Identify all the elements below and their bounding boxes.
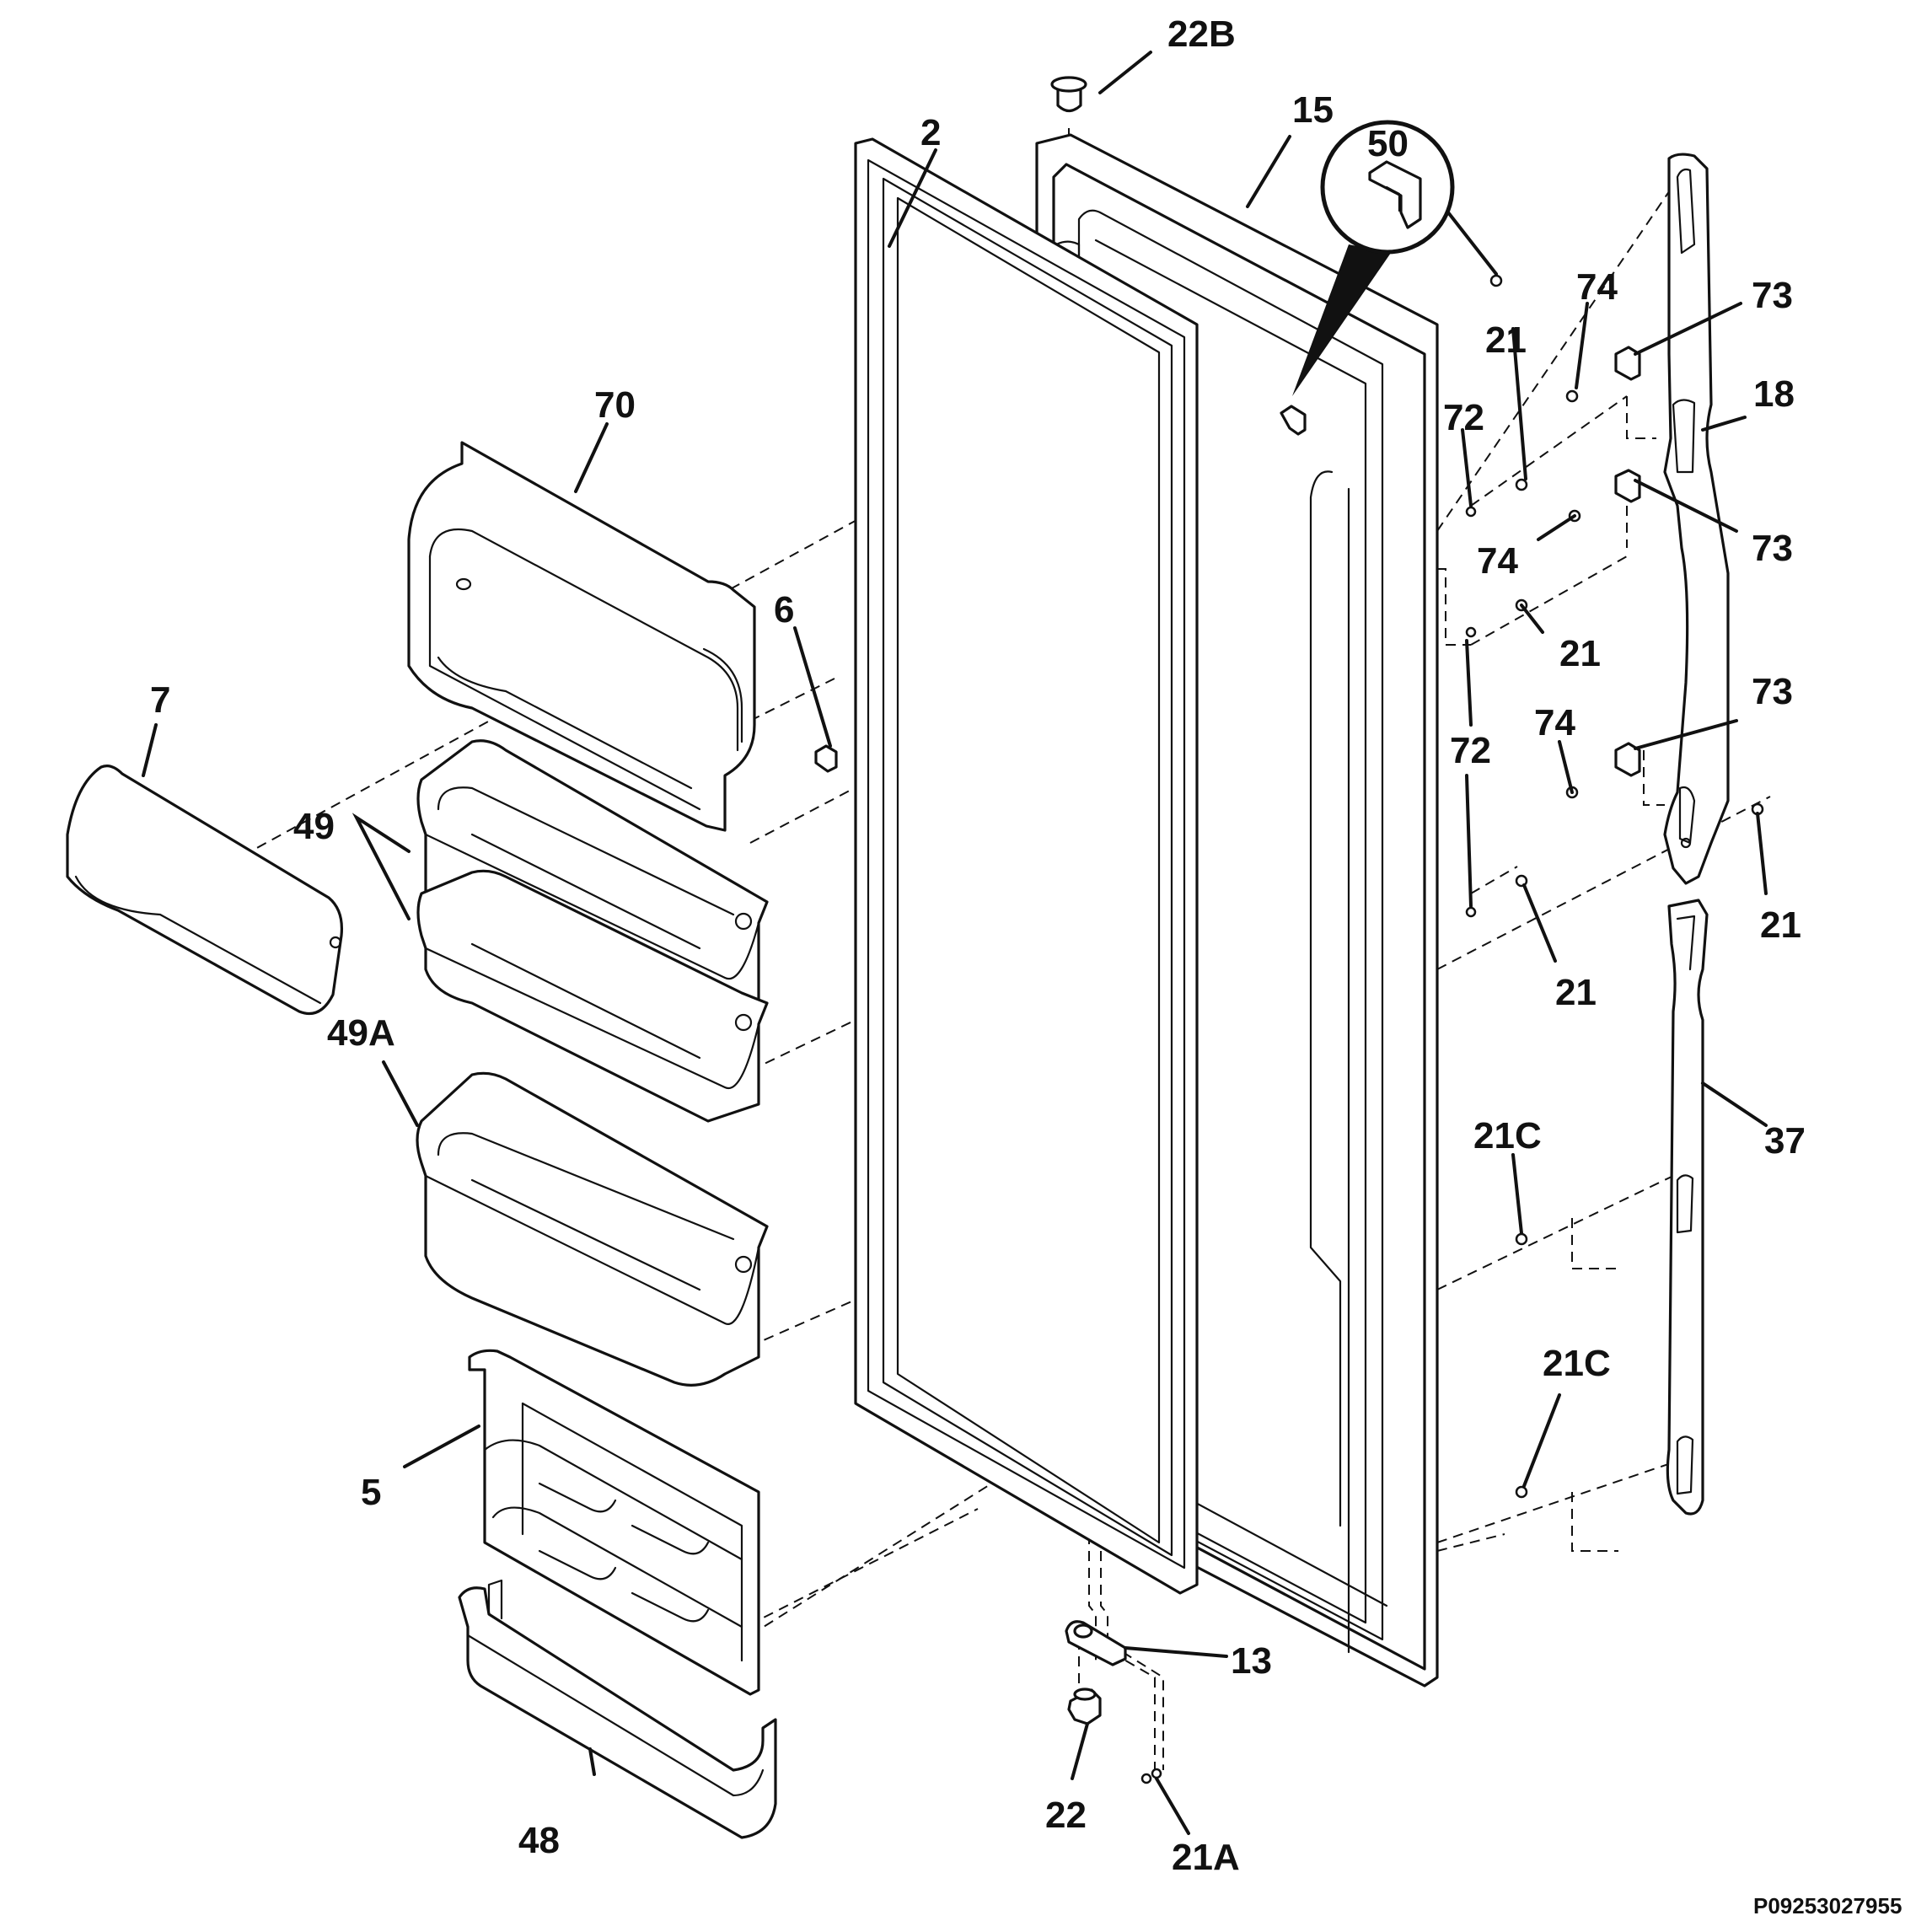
upper-handle (1663, 153, 1730, 885)
label-73-low: 73 (1752, 671, 1793, 712)
label-73-mid: 73 (1752, 528, 1793, 569)
hinge-bracket (1065, 1620, 1127, 1666)
label-37: 37 (1764, 1120, 1806, 1162)
label-5: 5 (361, 1472, 381, 1513)
fastener-screws (1465, 274, 1764, 1499)
label-49: 49 (293, 806, 335, 847)
drawing-code: P09253027955 (1753, 1893, 1902, 1918)
label-21C-lower: 21C (1543, 1343, 1611, 1384)
label-50: 50 (1367, 123, 1409, 164)
label-21-top: 21 (1485, 319, 1527, 361)
label-70: 70 (594, 384, 636, 426)
label-22: 22 (1045, 1795, 1087, 1836)
top-bin (407, 441, 756, 832)
label-73-top: 73 (1752, 275, 1793, 316)
clip-6 (814, 744, 838, 773)
lower-handle-trim (1666, 899, 1709, 1516)
label-18: 18 (1753, 373, 1795, 415)
label-15: 15 (1292, 89, 1334, 131)
label-74-mid: 74 (1477, 540, 1518, 582)
label-7: 7 (150, 679, 170, 721)
handle-brackets (1614, 346, 1641, 777)
label-74-top: 74 (1576, 266, 1618, 308)
label-72-low: 72 (1450, 730, 1491, 771)
door-bin-49-lower (416, 869, 769, 1123)
shelf-bar-48 (458, 1579, 777, 1839)
door-bin-49A (416, 1071, 769, 1387)
label-21C-upper: 21C (1473, 1115, 1542, 1156)
label-13: 13 (1231, 1640, 1272, 1682)
top-bushing (1050, 76, 1087, 113)
leader-lines (142, 51, 1768, 1835)
part-labels: 22B 15 50 2 70 6 7 49 49A 5 48 13 22 21A… (150, 13, 1902, 1918)
label-21A: 21A (1172, 1837, 1240, 1878)
label-74-low: 74 (1534, 702, 1575, 743)
label-22B: 22B (1167, 13, 1236, 55)
label-21-mid: 21 (1559, 633, 1601, 674)
bin-cover (66, 765, 344, 1016)
label-48: 48 (518, 1820, 560, 1861)
detail-callout (1280, 120, 1455, 436)
door-gasket (854, 137, 1199, 1595)
label-72-top: 72 (1443, 397, 1484, 438)
label-2: 2 (920, 112, 941, 153)
rack-5 (468, 1349, 760, 1696)
label-21-right: 21 (1760, 904, 1801, 946)
hinge-bushing (1067, 1688, 1102, 1725)
label-6: 6 (774, 589, 794, 630)
label-49A: 49A (327, 1012, 395, 1054)
label-21-lower: 21 (1555, 972, 1597, 1013)
